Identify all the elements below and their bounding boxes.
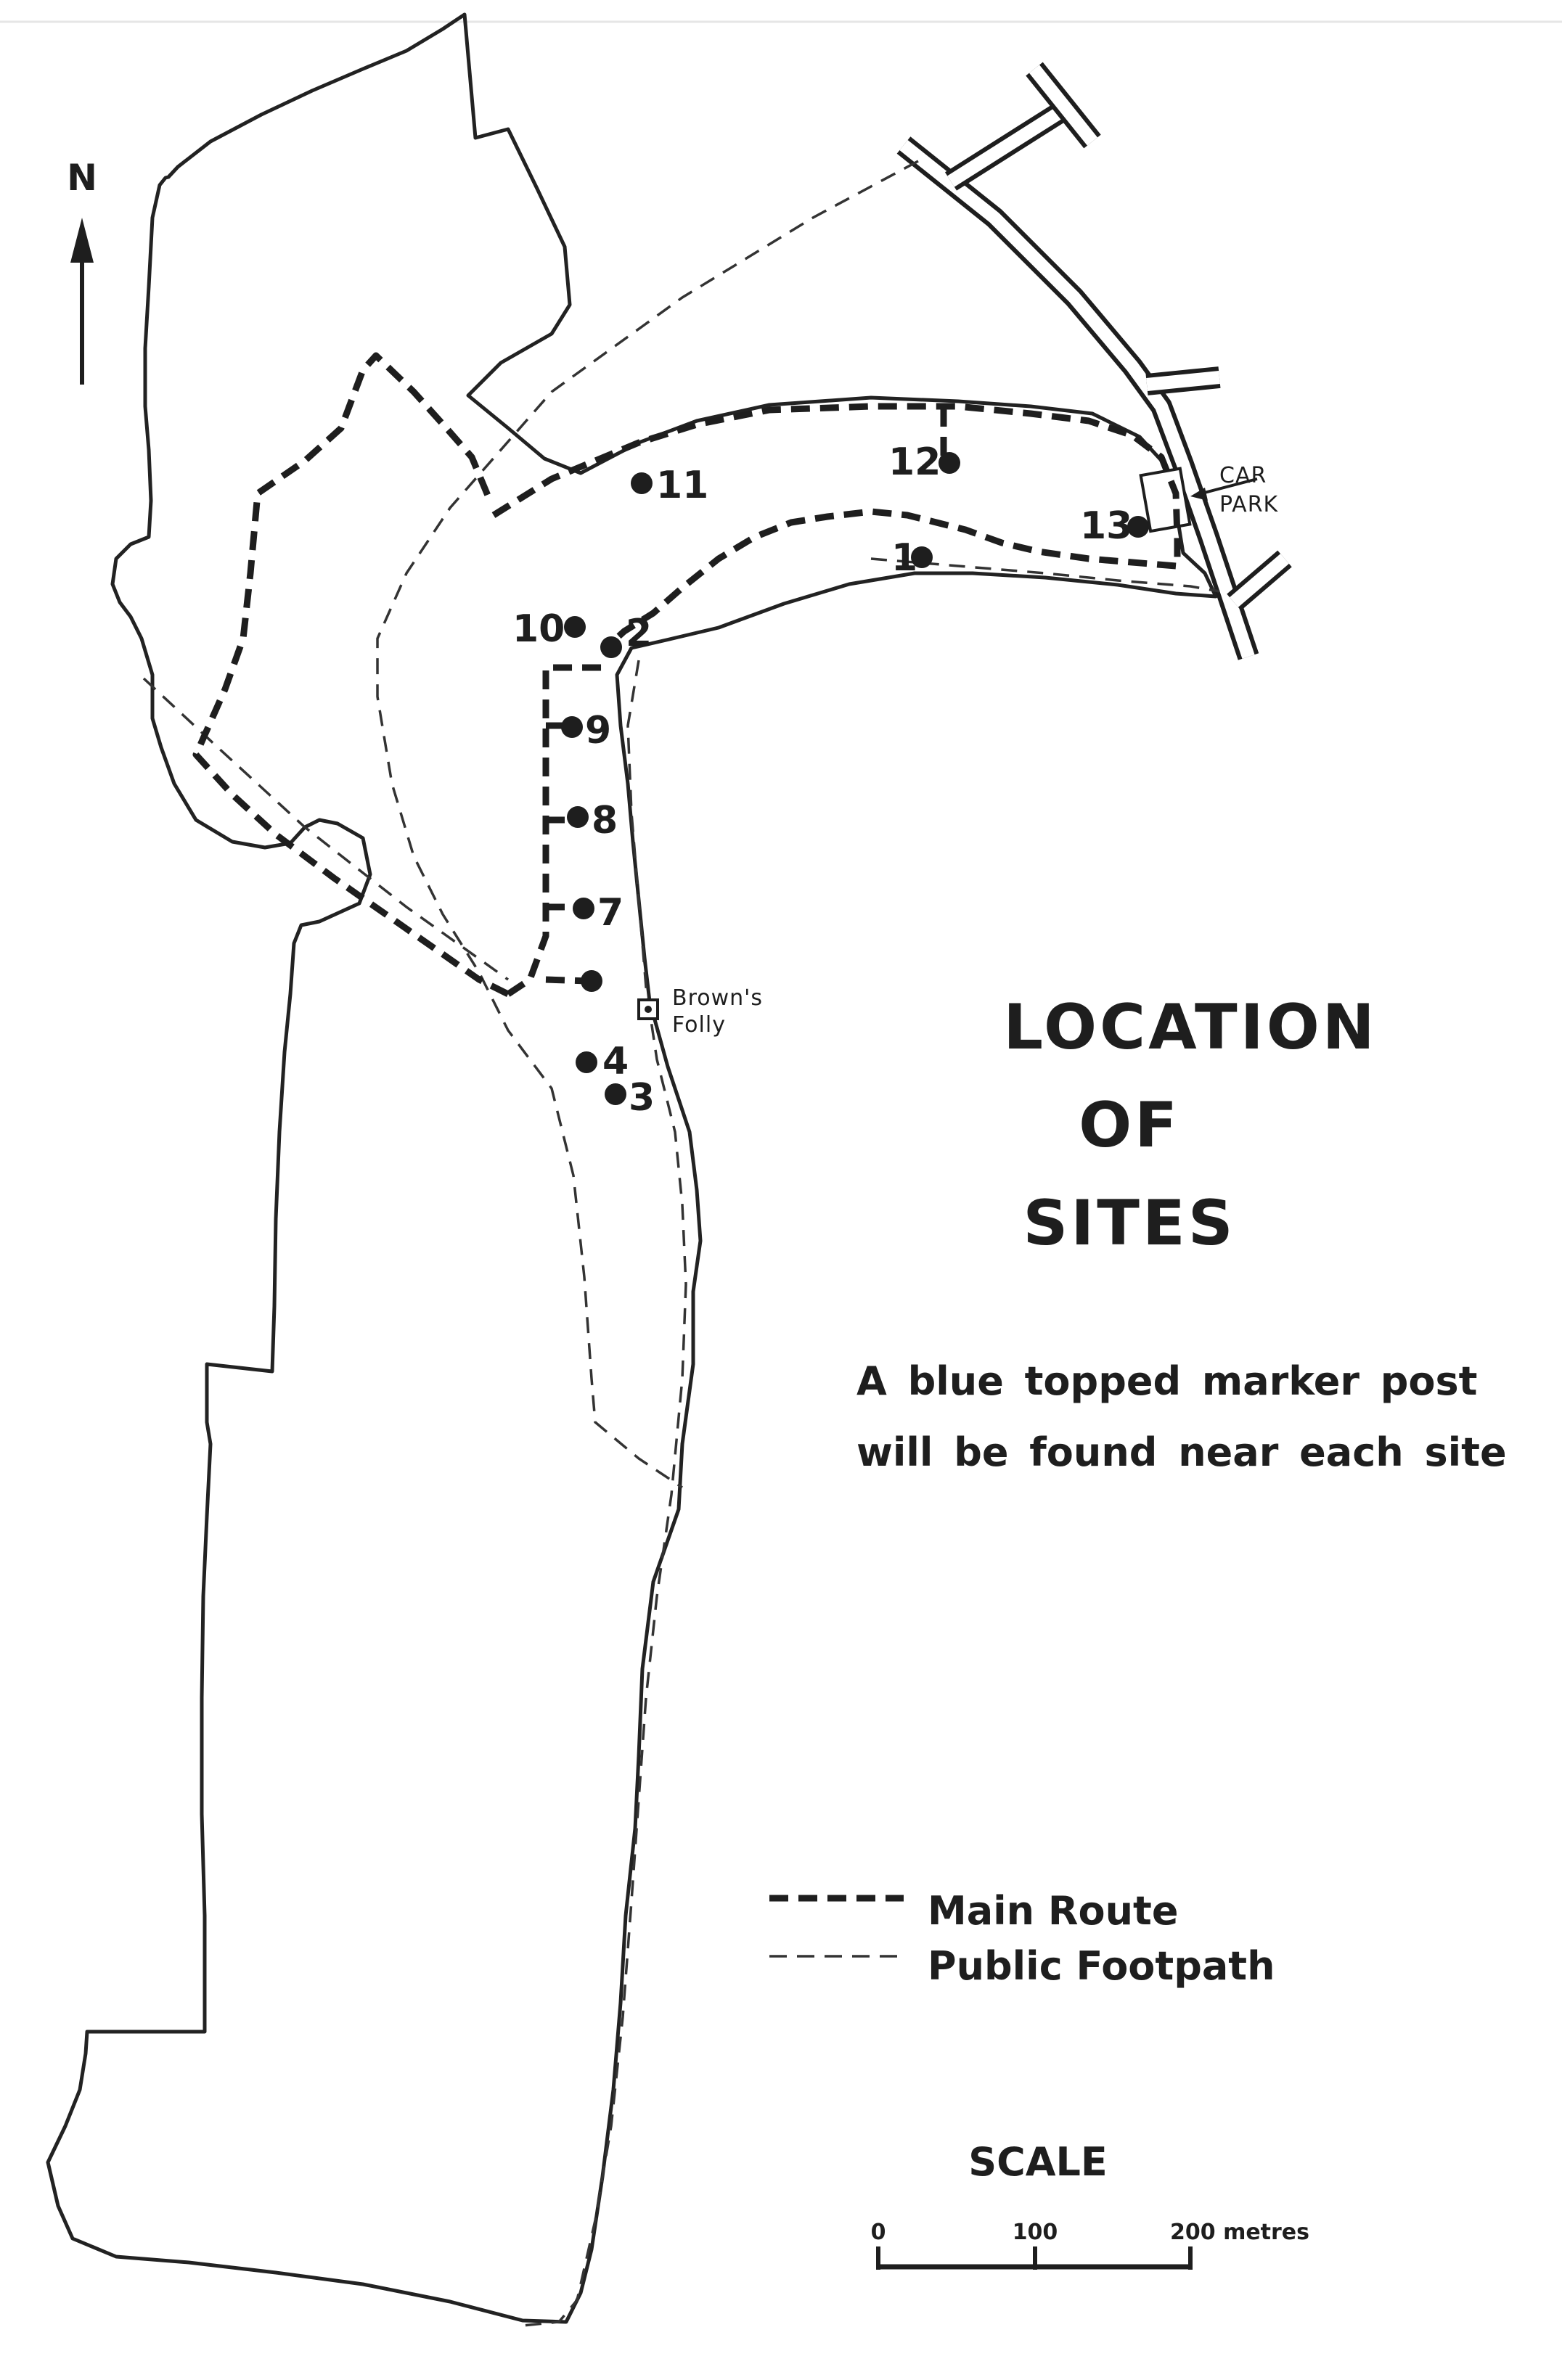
site-label-11: 11 xyxy=(656,464,708,507)
scale-title: SCALE xyxy=(968,2139,1108,2185)
site-label-8: 8 xyxy=(592,799,618,842)
legend-main-route-label: Main Route xyxy=(928,1888,1179,1934)
site-dot-8 xyxy=(567,806,589,828)
site-dot-9 xyxy=(561,716,583,738)
scale-tick-100: 100 xyxy=(1013,2220,1058,2245)
site-markers xyxy=(561,452,1149,1105)
car-park-label-line2: PARK xyxy=(1219,492,1279,517)
site-dot-2 xyxy=(600,636,622,658)
site-label-7: 7 xyxy=(597,891,623,935)
title-line-1: LOCATION xyxy=(1003,991,1378,1064)
north-label: N xyxy=(67,157,97,199)
site-dot-12 xyxy=(939,452,960,474)
legend-footpath-label: Public Footpath xyxy=(928,1943,1275,1989)
browns-folly-label-line1: Brown's xyxy=(672,985,763,1011)
site-label-12: 12 xyxy=(888,440,941,484)
description-line-2: will be found near each site xyxy=(856,1429,1507,1475)
site-dot-10 xyxy=(564,616,586,638)
site-label-9: 9 xyxy=(585,709,611,752)
site-label-10: 10 xyxy=(512,607,565,651)
browns-folly-icon xyxy=(637,998,659,1020)
site-dot-7 xyxy=(573,898,594,919)
main-route-lines xyxy=(192,352,1181,998)
estate-boundary xyxy=(46,12,1218,2324)
site-label-4: 4 xyxy=(602,1040,629,1083)
scale-bar: SCALE 0 100 200 metres xyxy=(871,2139,1309,2270)
description-line-1: A blue topped marker post xyxy=(856,1358,1477,1404)
public-footpath-lines xyxy=(142,160,1220,2327)
site-label-3: 3 xyxy=(629,1076,655,1120)
legend: Main Route Public Footpath xyxy=(769,1888,1275,1989)
scale-tick-0: 0 xyxy=(871,2220,886,2245)
site-dot-1 xyxy=(911,546,933,568)
car-park-label-line1: CAR xyxy=(1219,463,1267,488)
scale-tick-200: 200 metres xyxy=(1170,2220,1309,2245)
site-label-13: 13 xyxy=(1080,504,1132,548)
site-dot-11 xyxy=(631,472,653,494)
site-label-2: 2 xyxy=(626,612,652,655)
road-network xyxy=(896,62,1292,660)
site-dot-4 xyxy=(576,1051,597,1073)
browns-folly-label-line2: Folly xyxy=(672,1012,726,1038)
site-dot-3 xyxy=(605,1083,626,1105)
site-dot-13 xyxy=(1127,516,1149,538)
site-dot-5 xyxy=(581,970,602,992)
site-label-1: 1 xyxy=(891,536,917,580)
title-line-3: SITES xyxy=(1023,1187,1235,1260)
north-arrow-icon xyxy=(70,218,94,385)
title-line-2: OF xyxy=(1079,1089,1180,1162)
